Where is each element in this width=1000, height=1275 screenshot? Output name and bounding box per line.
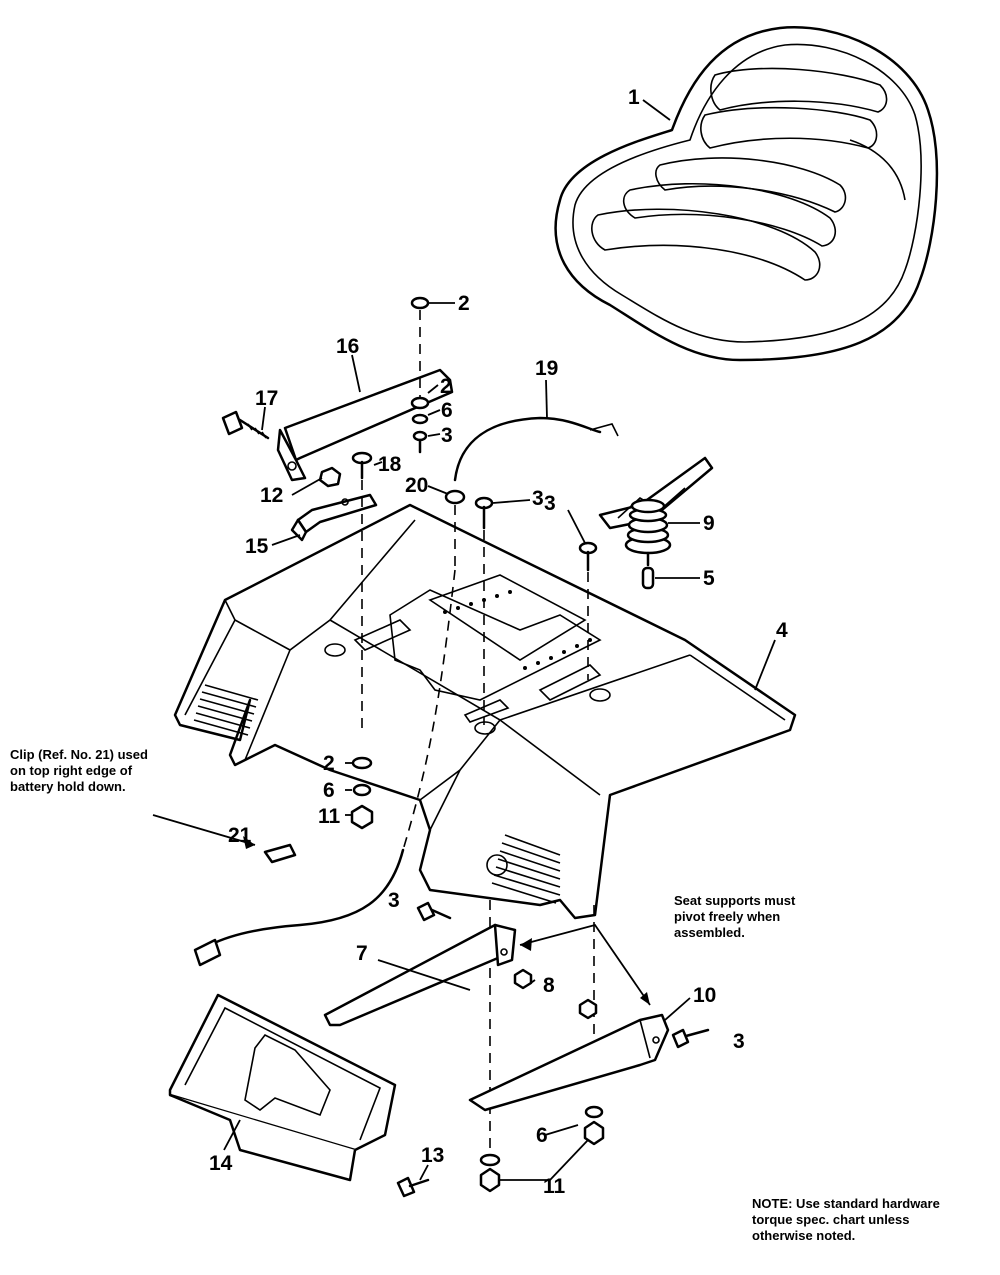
bolt-3-lower [671, 1028, 710, 1049]
clip [263, 843, 297, 864]
callout-20: 20 [405, 474, 428, 497]
callout-19: 19 [535, 357, 558, 380]
hardware-stack-mid [350, 756, 374, 830]
callout-8: 8 [543, 974, 555, 997]
callout-2-lower: 2 [323, 752, 335, 775]
callout-6-lower: 6 [536, 1124, 548, 1147]
torque-note: NOTE: Use standard hardware torque spec.… [752, 1196, 940, 1243]
callout-9: 9 [703, 512, 715, 535]
callout-14: 14 [209, 1152, 233, 1175]
bolt-3-center [474, 496, 494, 530]
callout-4: 4 [776, 619, 788, 642]
callout-3-center: 3 [532, 487, 544, 510]
seat [554, 26, 939, 362]
pin [641, 566, 655, 590]
leader-lines [152, 99, 776, 1181]
callout-3-right: 3 [544, 492, 556, 515]
callout-7: 7 [356, 942, 368, 965]
callout-6-mid: 6 [323, 779, 335, 802]
nut-8b [578, 998, 598, 1020]
clip-note: Clip (Ref. No. 21) used on top right edg… [10, 747, 148, 794]
nut [318, 466, 342, 488]
bracket-15 [290, 493, 378, 542]
spring [624, 498, 672, 567]
seat-bracket [276, 368, 454, 482]
callout-10: 10 [693, 984, 716, 1007]
arrow-head-pivot-right [640, 992, 650, 1005]
seat-support-left [323, 923, 517, 1027]
callout-6-top: 6 [441, 399, 453, 422]
callout-3-lower: 3 [733, 1030, 745, 1053]
callout-11-mid: 11 [318, 805, 341, 828]
bolt-3-right [578, 541, 598, 572]
arrow-head-pivot-left [520, 938, 532, 951]
callout-1: 1 [628, 86, 640, 109]
callout-12: 12 [260, 484, 283, 507]
callout-21: 21 [228, 824, 252, 847]
bolt-3-left [416, 901, 452, 922]
fender [173, 503, 797, 920]
nut-lower-right [583, 1120, 605, 1146]
callout-17: 17 [255, 387, 278, 410]
callout-3-top: 3 [441, 424, 453, 447]
carriage-bolt [351, 451, 373, 480]
callout-2-mid: 2 [440, 375, 452, 398]
washer-lower-right [584, 1105, 604, 1119]
callout-13: 13 [421, 1144, 444, 1167]
bolt [221, 410, 270, 440]
bolt-13 [396, 1176, 430, 1198]
grommet [444, 489, 466, 505]
callout-15: 15 [245, 535, 269, 558]
seat-support-right [468, 1013, 670, 1112]
callout-5: 5 [703, 567, 715, 590]
callout-16: 16 [336, 335, 359, 358]
pivot-note: Seat supports must pivot freely when ass… [674, 893, 796, 940]
nut-lower [479, 1167, 501, 1193]
callout-3-left: 3 [388, 889, 400, 912]
arrow-head-clip [243, 836, 255, 849]
hardware-stack-top [410, 296, 430, 454]
battery-hold-down [168, 993, 397, 1182]
callout-11-lower: 11 [543, 1175, 566, 1198]
washer-lower [479, 1153, 501, 1167]
callout-18: 18 [378, 453, 402, 476]
callout-2-top: 2 [458, 292, 470, 315]
